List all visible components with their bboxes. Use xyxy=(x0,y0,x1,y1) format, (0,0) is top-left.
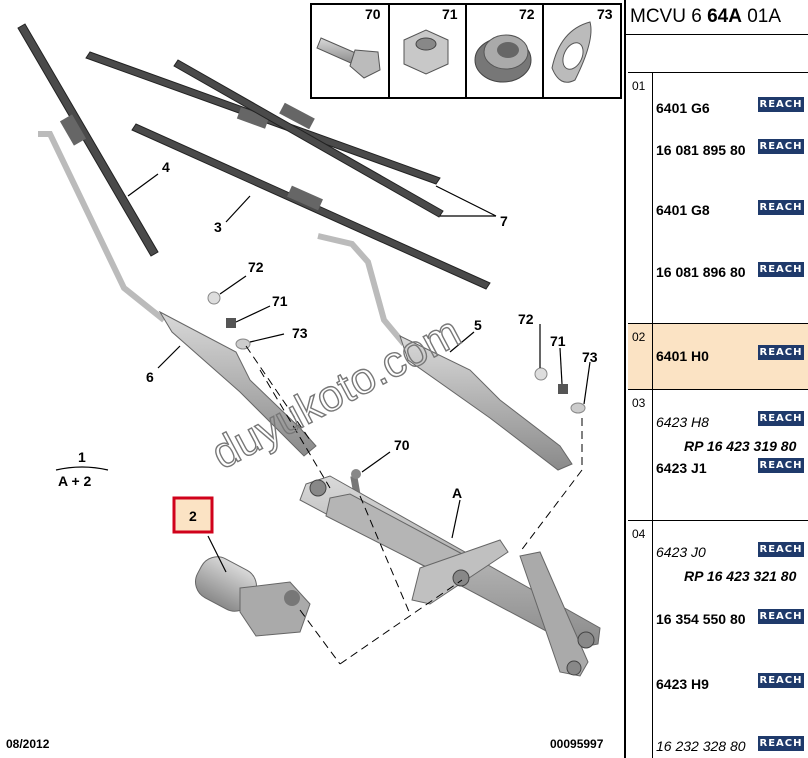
footer-diagram-id: 00095997 xyxy=(550,737,604,751)
reach-badge: REACH xyxy=(758,673,804,688)
reach-badge: REACH xyxy=(758,262,804,277)
reach-badge: REACH xyxy=(758,542,804,557)
footer-date: 08/2012 xyxy=(6,737,50,751)
reach-badge: REACH xyxy=(758,411,804,426)
ref-16-081-896-80[interactable]: 16 081 896 80 xyxy=(656,264,746,280)
ref-6401-g8[interactable]: 6401 G8 xyxy=(656,202,710,218)
parts-box: 70 71 72 73 xyxy=(310,3,622,99)
label-A-plus-2: A + 2 xyxy=(58,473,92,489)
ref-16-354-550-80[interactable]: 16 354 550 80 xyxy=(656,611,746,627)
cap-icon xyxy=(474,34,532,83)
nut-71-right xyxy=(558,384,568,394)
label-6: 6 xyxy=(146,369,154,385)
leader-lines xyxy=(127,173,591,573)
assembly-note: 1 A + 2 xyxy=(55,449,109,489)
ref-6423-j1[interactable]: 6423 J1 xyxy=(656,460,707,476)
label-3: 3 xyxy=(214,219,222,235)
ref-6401-h0[interactable]: 6401 H0 xyxy=(656,348,709,364)
reach-badge: REACH xyxy=(758,139,804,154)
label-73-left: 73 xyxy=(292,325,308,341)
reach-badge: REACH xyxy=(758,736,804,751)
reach-badge: REACH xyxy=(758,458,804,473)
group-03[interactable]: 03 xyxy=(628,389,808,520)
ref-16-232-328-80[interactable]: 16 232 328 80 xyxy=(656,738,746,754)
ref-6423-h8[interactable]: 6423 H8 xyxy=(656,414,709,430)
cap-72-left xyxy=(207,291,221,305)
group-index: 02 xyxy=(632,330,646,344)
group-index: 04 xyxy=(632,527,646,541)
label-7: 7 xyxy=(500,213,508,229)
wiper-motor-2 xyxy=(195,556,311,637)
washer-icon xyxy=(551,21,592,83)
wiper-arm-6 xyxy=(38,131,317,457)
wiper-blade-4 xyxy=(17,23,159,257)
label-4: 4 xyxy=(162,159,170,175)
label-2: 2 xyxy=(189,508,197,524)
highlight-part-2[interactable]: 2 xyxy=(172,496,214,534)
wiper-blade-3 xyxy=(131,123,491,290)
header-spacer xyxy=(626,34,808,73)
group-index: 01 xyxy=(632,79,646,93)
box-label-72: 72 xyxy=(519,6,535,22)
label-73-right: 73 xyxy=(582,349,598,365)
ref-6423-j0[interactable]: 6423 J0 xyxy=(656,544,706,560)
ref-rp-16-423-321-80[interactable]: RP 16 423 321 80 xyxy=(684,568,797,584)
ref-6423-h9[interactable]: 6423 H9 xyxy=(656,676,709,692)
label-A: A xyxy=(452,485,462,501)
ref-6401-g6[interactable]: 6401 G6 xyxy=(656,100,710,116)
washer-73-right xyxy=(570,402,586,414)
label-1: 1 xyxy=(78,449,86,465)
reach-badge: REACH xyxy=(758,345,804,360)
label-71-right: 71 xyxy=(550,333,566,349)
label-72-left: 72 xyxy=(248,259,264,275)
ref-rp-16-423-319-80[interactable]: RP 16 423 319 80 xyxy=(684,438,797,454)
cap-72-right xyxy=(534,367,548,381)
box-label-70: 70 xyxy=(365,6,381,22)
diagram-code-header: MCVU 6 64A 01A xyxy=(630,6,782,27)
wiper-linkage-A xyxy=(299,475,601,677)
box-label-73: 73 xyxy=(597,6,613,22)
panel-divider xyxy=(624,0,626,758)
group-01[interactable]: 01 xyxy=(628,72,808,323)
ref-16-081-895-80[interactable]: 16 081 895 80 xyxy=(656,142,746,158)
bolt-icon xyxy=(316,37,381,79)
label-71-left: 71 xyxy=(272,293,288,309)
group-index: 03 xyxy=(632,396,646,410)
exploded-parts-diagram: 70 71 72 73 xyxy=(6,3,622,751)
wiper-blade-7b xyxy=(173,59,444,218)
reach-badge: REACH xyxy=(758,200,804,215)
washer-73-left xyxy=(235,338,251,350)
guide-lines xyxy=(245,345,583,665)
label-72-right: 72 xyxy=(518,311,534,327)
wiper-arm-5 xyxy=(317,233,573,471)
label-70: 70 xyxy=(394,437,410,453)
label-5: 5 xyxy=(474,317,482,333)
nut-71-left xyxy=(226,318,236,328)
reach-badge: REACH xyxy=(758,97,804,112)
group-04[interactable]: 04 xyxy=(628,520,808,758)
reach-badge: REACH xyxy=(758,609,804,624)
nut-icon xyxy=(403,29,449,75)
box-label-71: 71 xyxy=(442,6,458,22)
